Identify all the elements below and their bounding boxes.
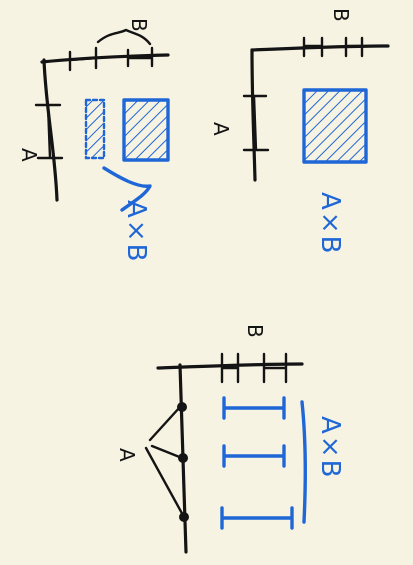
axis-a-line	[42, 58, 59, 202]
b-interval	[302, 36, 364, 58]
label-b: B	[329, 8, 353, 22]
a-interval	[242, 94, 270, 152]
product-interval	[220, 506, 294, 530]
axis-a-line	[250, 48, 257, 182]
label-result: A×B	[121, 200, 151, 263]
label-a: A	[17, 148, 41, 162]
hatched-strip-border	[84, 98, 106, 160]
diagram-bottom: A B A×B	[115, 324, 345, 554]
label-result: A×B	[315, 192, 345, 255]
product-rect-small	[124, 100, 168, 160]
label-b: B	[127, 18, 151, 32]
product-interval	[222, 444, 286, 468]
product-rect	[304, 90, 366, 162]
label-a: A	[209, 122, 233, 136]
axis-b-line	[40, 53, 170, 64]
product-brace	[102, 166, 152, 212]
hatched-strip	[86, 100, 104, 158]
diagram-top-left: A B A×B	[17, 18, 170, 263]
b-brace	[96, 28, 152, 46]
b-interval	[68, 46, 154, 72]
product-rect-border	[302, 88, 368, 164]
label-result: A×B	[315, 416, 345, 479]
a-interval	[34, 103, 64, 160]
label-a: A	[115, 448, 139, 462]
label-b: B	[243, 324, 267, 338]
product-rect-small-border	[122, 98, 170, 162]
diagram-top-right: A B A×B	[209, 8, 390, 255]
b-interval	[220, 352, 288, 384]
product-interval	[222, 396, 286, 420]
a-pointer	[144, 405, 186, 519]
product-brace	[300, 400, 307, 524]
a-point	[177, 402, 187, 412]
